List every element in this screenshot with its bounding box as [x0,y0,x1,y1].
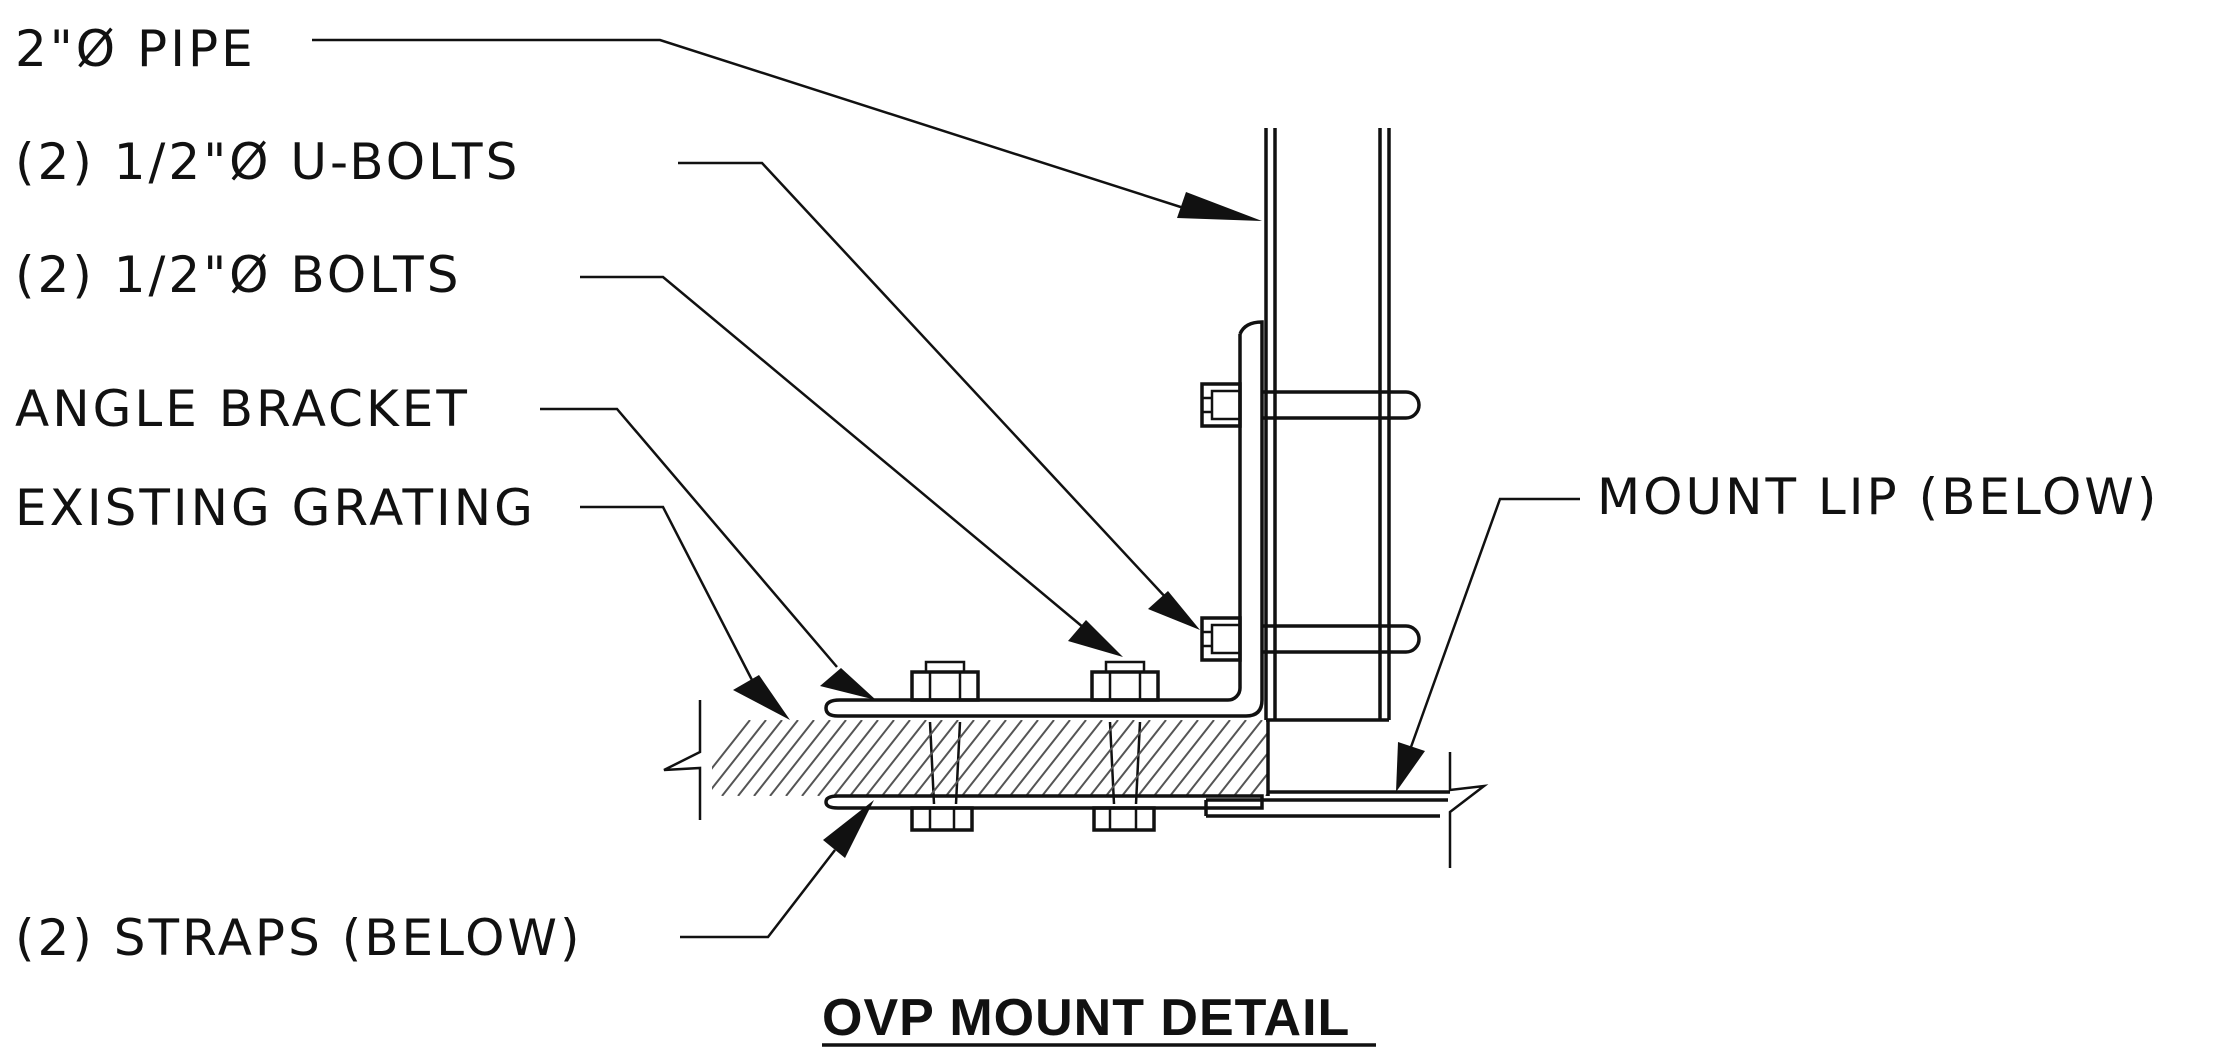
mount-lip-break-line-right [1448,752,1489,868]
grating-hatch-line [721,720,783,796]
leader-straps [680,800,874,939]
grating-hatch-line [961,720,1023,796]
grating-hatch-line [785,720,847,796]
leader-existing-grating [580,505,790,720]
grating-hatch-line [1137,720,1199,796]
grating-hatch-line [833,720,895,796]
grating-hatch-line [1249,771,1268,796]
grating-hatch-line [1185,720,1247,796]
grating-hatch-line [1057,720,1119,796]
grating-hatch-line [1105,720,1167,796]
grating-hatch-line [929,720,991,796]
grating-hatch-line [1073,720,1135,796]
grating-hatch-line [945,720,1007,796]
grating-hatch-line [881,720,943,796]
angle-bracket [824,320,1264,718]
grating-hatch-line [1153,720,1215,796]
grating-hatch-line [1089,720,1151,796]
callout-existing-grating-label: EXISTING GRATING [15,479,536,537]
grating-hatch-line [817,720,879,796]
grating-hatch-line [712,720,767,791]
leader-bolts [580,275,1123,657]
grating-break-line-left [663,700,702,820]
callout-bolts-label: (2) 1/2"Ø BOLTS [15,246,461,304]
mount-lip [1204,720,1450,818]
u-bolt-nut-lower [1200,616,1242,662]
grating-hatch-line [1169,720,1231,796]
callout-angle-bracket-label: ANGLE BRACKET [15,380,470,438]
callout-straps-label: (2) STRAPS (BELOW) [15,909,582,967]
grating-hatch-line [1233,751,1268,796]
grating-hatch-line [897,720,959,796]
leader-u-bolts [678,161,1200,630]
grating-hatch-line [1201,720,1263,796]
leader-pipe [312,38,1262,221]
grating-hatch-line [1009,720,1071,796]
grating-hatch-line [1041,720,1103,796]
callout-u-bolts-label: (2) 1/2"Ø U-BOLTS [15,133,520,191]
grating-hatch-line [1282,720,1342,796]
callout-mount-lip-label: MOUNT LIP (BELOW) [1597,468,2159,526]
u-bolt-lower [1262,624,1421,654]
strap [824,794,1264,810]
u-bolt-nut-upper [1200,382,1242,428]
grating-hatch-line [1217,731,1268,796]
grating-hatch-line [1121,720,1183,796]
grating-hatch-line [849,720,911,796]
grating-hatch-line [977,720,1039,796]
grating-hatch-line [865,720,927,796]
u-bolt-upper [1262,390,1421,420]
grating-hatch-line [712,720,751,770]
grating-hatch-line [993,720,1055,796]
grating-hatch-line [769,720,831,796]
existing-grating [712,720,1358,796]
grating-hatch-line [737,720,799,796]
callout-pipe-label: 2"Ø PIPE [15,20,256,78]
grating-hatch-line [1298,720,1358,796]
bolt-right [1090,660,1160,832]
grating-hatch-line [753,720,815,796]
grating-hatch-line [1025,720,1087,796]
grating-hatch-line [1265,791,1268,796]
grating-hatch-line [913,720,975,796]
leader-mount-lip [1396,497,1580,792]
detail-title: OVP MOUNT DETAIL [822,989,1350,1047]
pipe [1264,128,1391,722]
leader-angle-bracket [540,407,876,700]
grating-hatch-line [801,720,863,796]
